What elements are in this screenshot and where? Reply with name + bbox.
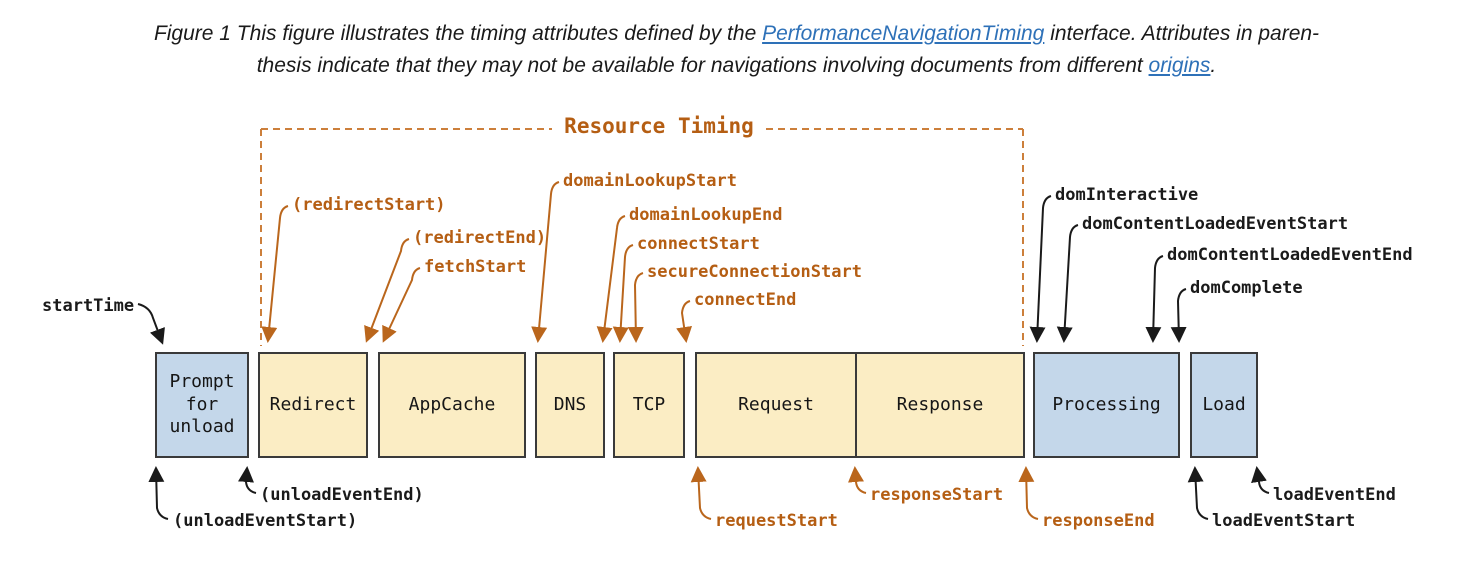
label-domComplete: domComplete [1190,278,1303,298]
phase-box-request-response: Request Response [695,352,1025,458]
orange-bottom-connectors [690,466,1039,520]
label-domContentLoadedEventStart: domContentLoadedEventStart [1082,214,1349,234]
label-responseEnd: responseEnd [1042,511,1155,531]
phase-box-processing: Processing [1033,352,1180,458]
orange-top-connectors [261,181,693,343]
label-domInteractive: domInteractive [1055,185,1199,205]
label-redirectStart: (redirectStart) [292,195,446,215]
phase-box-load: Load [1190,352,1258,458]
phase-box-prompt-for-unload: Prompt for unload [155,352,249,458]
label-unloadEventStart: (unloadEventStart) [173,511,358,531]
label-domainLookupStart: domainLookupStart [563,171,737,191]
label-domContentLoadedEventEnd: domContentLoadedEventEnd [1167,245,1413,265]
origins-link[interactable]: origins [1148,54,1211,77]
label-fetchStart: fetchStart [424,257,527,277]
label-domainLookupEnd: domainLookupEnd [629,205,783,225]
caption-line2-post: . [1210,54,1217,77]
phase-box-appcache: AppCache [378,352,526,458]
label-secureConnectionStart: secureConnectionStart [647,262,862,282]
label-startTime: startTime [42,296,135,316]
label-connectStart: connectStart [637,234,760,254]
black-bottom-connectors [148,466,1270,520]
caption-line1-pre: Figure 1 This figure illustrates the tim… [153,22,763,45]
black-top-connectors [137,195,1187,345]
label-unloadEventEnd: (unloadEventEnd) [260,485,424,505]
label-redirectEnd: (redirectEnd) [413,228,547,248]
figure-caption: Figure 1 This figure illustrates the tim… [0,18,1473,82]
phase-box-tcp: TCP [613,352,685,458]
phase-box-dns: DNS [535,352,605,458]
label-loadEventEnd: loadEventEnd [1273,485,1396,505]
phase-box-request: Request [697,354,857,456]
phase-box-redirect: Redirect [258,352,368,458]
label-responseStart: responseStart [870,485,1004,505]
resource-timing-bracket [260,128,1024,346]
caption-line1-post: interface. Attributes in paren- [1044,22,1320,45]
label-connectEnd: connectEnd [694,290,797,310]
phase-box-response: Response [896,393,984,415]
label-loadEventStart: loadEventStart [1212,511,1356,531]
caption-line2-pre: thesis indicate that they may not be ava… [256,54,1149,77]
performance-navigation-timing-link[interactable]: PerformanceNavigationTiming [762,22,1045,45]
resource-timing-label: Resource Timing [556,114,762,138]
label-requestStart: requestStart [715,511,838,531]
